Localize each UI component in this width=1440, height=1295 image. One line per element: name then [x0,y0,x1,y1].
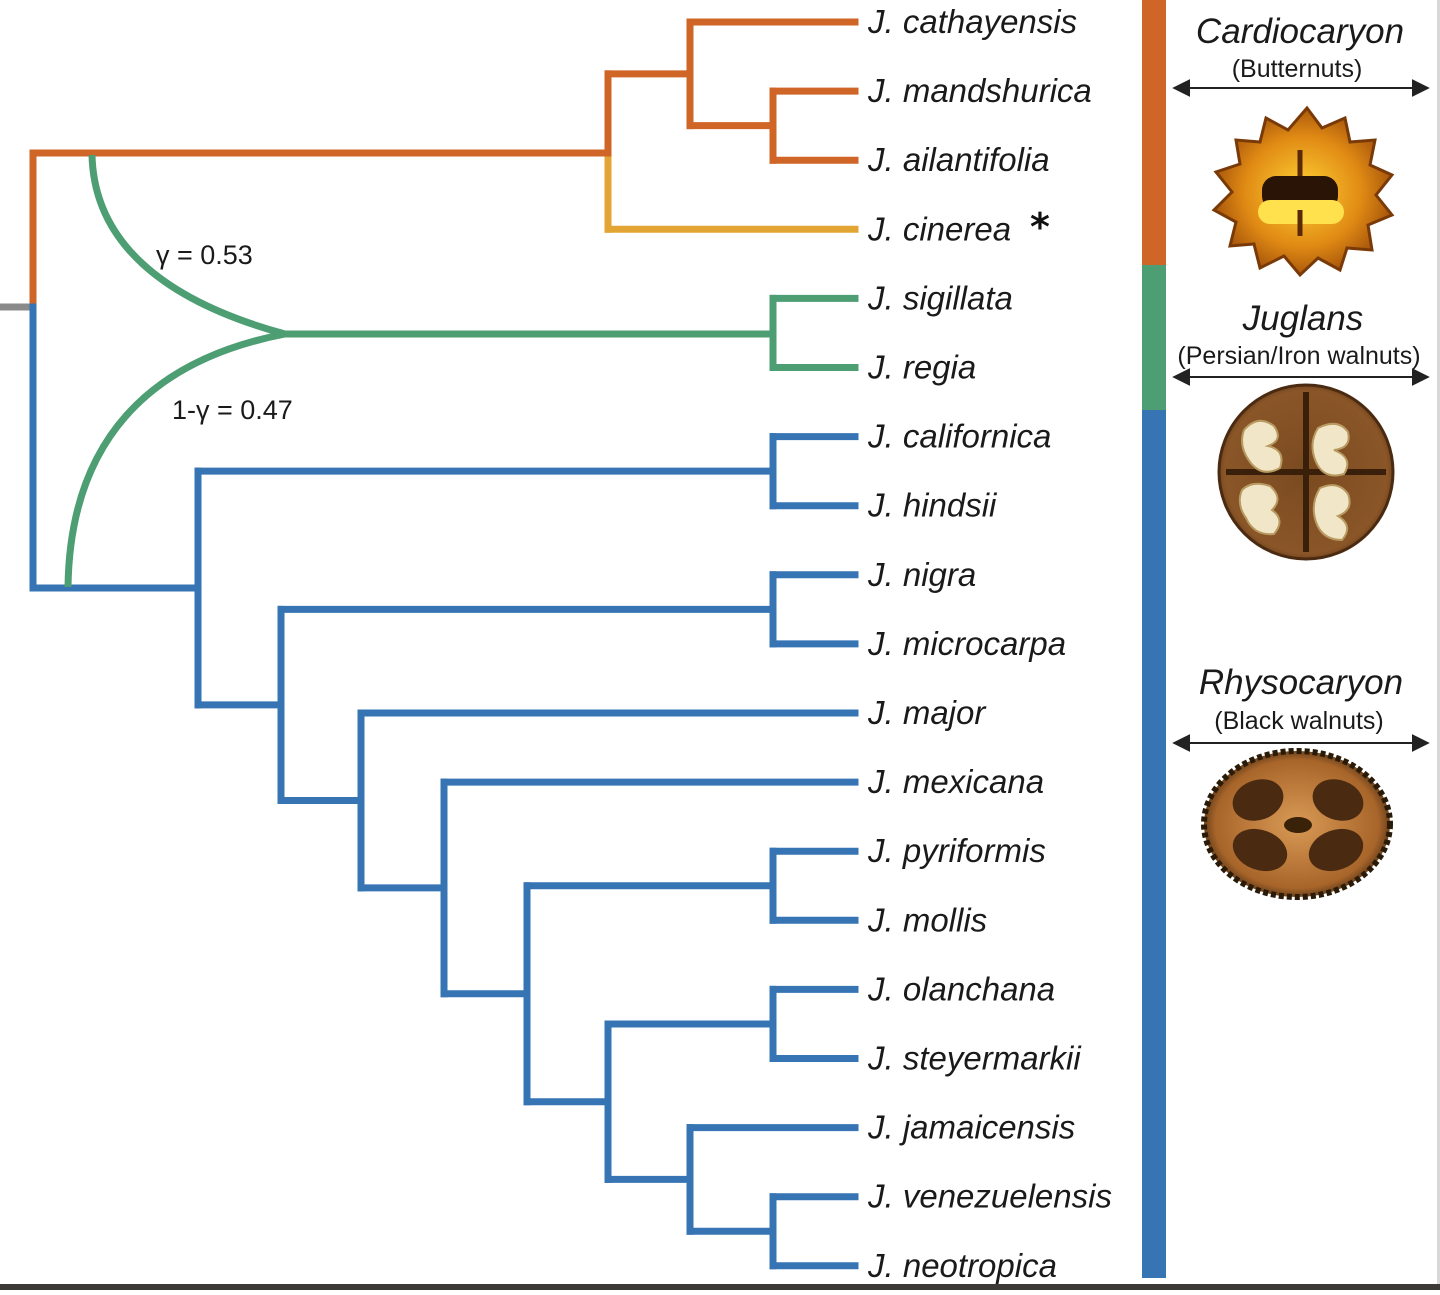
taxon-label: J. neotropica [867,1247,1057,1284]
tree-branches [0,18,859,1270]
section-subtitle-juglans: (Persian/Iron walnuts) [1177,342,1420,370]
taxon-label: J. mollis [867,901,987,938]
one-minus-gamma-label: 1-γ = 0.47 [172,395,293,425]
section-bar-rhysocaryon [1142,410,1166,1278]
black-walnut-cross-section-image [1201,748,1393,900]
section-title-rhysocaryon: Rhysocaryon [1199,663,1403,702]
taxon-label: J. pyriformis [867,832,1046,869]
section-subtitle-cardiocaryon: (Butternuts) [1232,55,1363,83]
taxon-label: J. microcarpa [867,625,1066,662]
taxon-label: J. mexicana [867,763,1044,800]
taxon-label: J. venezuelensis [867,1178,1112,1215]
right-border [1437,0,1440,1284]
taxon-labels: J. cathayensis J. mandshurica J. ailantifo… [867,3,1112,1284]
cinerea-asterisk: * [1030,205,1050,249]
section-bar-cardiocaryon [1142,0,1166,265]
taxon-label: J. regia [867,349,976,386]
taxon-label: J. nigra [867,556,976,593]
section-title-cardiocaryon: Cardiocaryon [1196,12,1404,51]
taxon-label: J. californica [867,418,1051,455]
taxon-label: J. steyermarkii [867,1040,1082,1077]
taxon-label: J. cathayensis [867,3,1077,40]
hybrid-edge-one-minus-gamma [64,330,286,588]
taxon-label: J. ailantifolia [867,141,1050,178]
hybridization-edges [64,154,286,588]
taxon-label: J. major [867,694,987,731]
taxon-label: J. mandshurica [867,72,1092,109]
taxon-label: J. olanchana [867,970,1055,1007]
persian-walnut-cross-section-image [1217,383,1395,561]
hybrid-edge-gamma [88,154,286,338]
gamma-label: γ = 0.53 [156,240,253,270]
section-bar-juglans [1142,265,1166,410]
taxon-label: J. cinerea [867,210,1011,247]
taxon-label: J. jamaicensis [867,1109,1075,1146]
bottom-border [0,1284,1440,1290]
taxon-label: J. hindsii [867,487,998,524]
section-subtitle-rhysocaryon: (Black walnuts) [1214,707,1384,735]
butternut-cross-section-image [1211,105,1395,278]
section-title-juglans: Juglans [1242,299,1364,338]
taxon-label: J. sigillata [867,279,1013,316]
